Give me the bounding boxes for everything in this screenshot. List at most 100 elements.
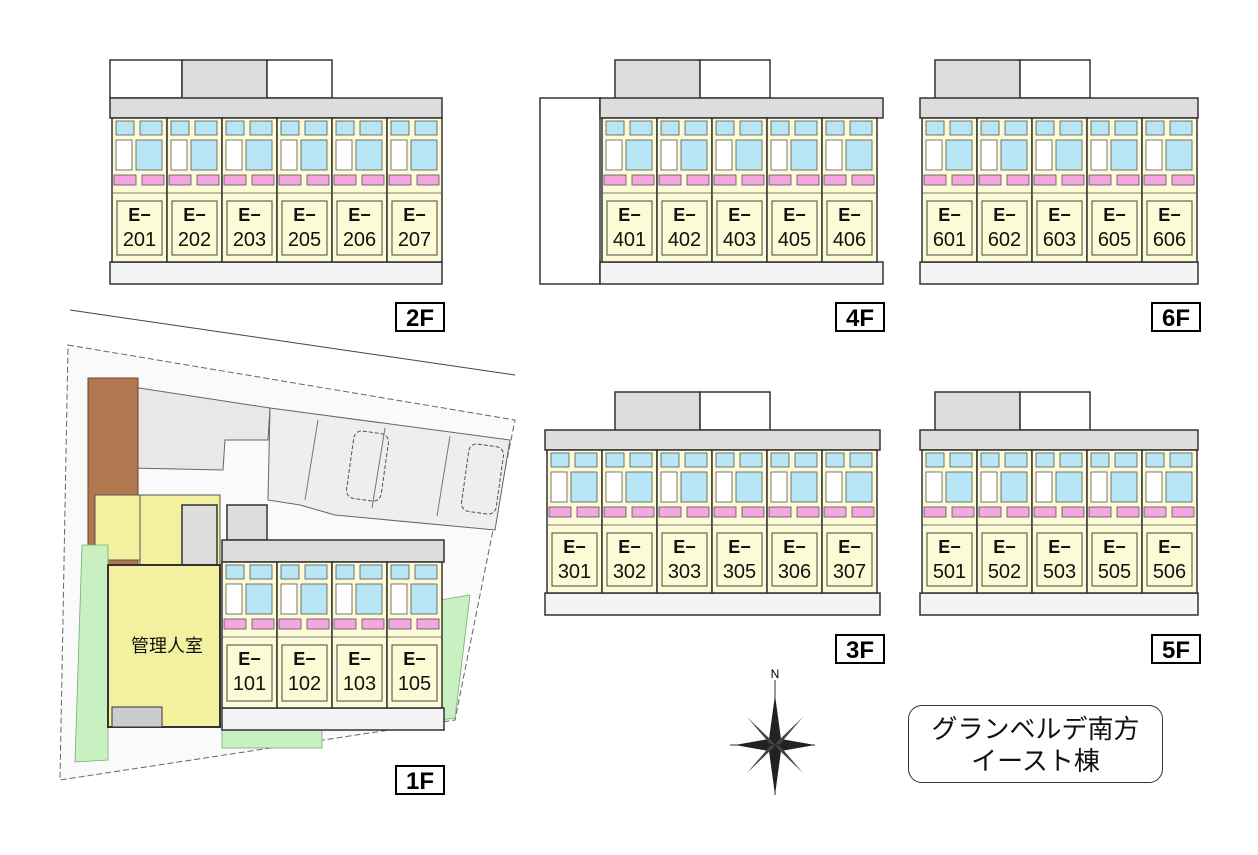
toilet-icon <box>825 120 845 136</box>
living-room <box>716 200 763 256</box>
kitchen-icon <box>631 174 655 186</box>
toilet-icon <box>925 452 945 468</box>
washbasin-icon <box>684 120 708 136</box>
storage-icon <box>333 174 357 186</box>
living-room <box>661 200 708 256</box>
toilet-icon <box>1035 120 1055 136</box>
bath-icon <box>790 139 818 171</box>
unit-number-label: 401 <box>613 229 646 251</box>
toilet-icon <box>280 564 300 580</box>
unit-number-label: 502 <box>988 561 1021 583</box>
storage-icon <box>658 506 682 518</box>
entrance <box>770 139 788 171</box>
washbasin-icon <box>304 120 328 136</box>
unit-102: E−102 <box>276 561 333 709</box>
storage-icon <box>278 174 302 186</box>
washbasin-icon <box>1004 120 1028 136</box>
entrance <box>170 139 188 171</box>
unit-number-label: 505 <box>1098 561 1131 583</box>
bath-icon <box>1165 471 1193 503</box>
washbasin-icon <box>414 564 438 580</box>
living-room <box>226 200 273 256</box>
kitchen-icon <box>1171 506 1195 518</box>
bath-icon <box>945 139 973 171</box>
unit-number-label: 303 <box>668 561 701 583</box>
toilet-icon <box>770 452 790 468</box>
unit-405: E−405 <box>766 117 823 263</box>
toilet-icon <box>225 564 245 580</box>
washbasin-icon <box>949 452 973 468</box>
storage-icon <box>978 506 1002 518</box>
kitchen-icon <box>851 174 875 186</box>
toilet-icon <box>660 120 680 136</box>
unit-number-label: 605 <box>1098 229 1131 251</box>
bath-icon <box>410 139 438 171</box>
toilet-icon <box>335 564 355 580</box>
storage-icon <box>1143 174 1167 186</box>
washbasin-icon <box>139 120 163 136</box>
living-room <box>606 200 653 256</box>
bath-icon <box>1000 471 1028 503</box>
storage-icon <box>1033 506 1057 518</box>
unit-206: E−206 <box>331 117 388 263</box>
kitchen-icon <box>741 506 765 518</box>
kitchen-icon <box>631 506 655 518</box>
washbasin-icon <box>1004 452 1028 468</box>
storage-icon <box>333 618 357 630</box>
entrance <box>225 139 243 171</box>
unit-prefix-label: E− <box>838 205 861 225</box>
unit-prefix-label: E− <box>293 205 316 225</box>
bath-icon <box>625 471 653 503</box>
toilet-icon <box>715 120 735 136</box>
washbasin-icon <box>1114 120 1138 136</box>
unit-number-label: 506 <box>1153 561 1186 583</box>
unit-prefix-label: E− <box>673 205 696 225</box>
unit-205: E−205 <box>276 117 333 263</box>
living-room <box>926 200 973 256</box>
bath-icon <box>410 583 438 615</box>
unit-prefix-label: E− <box>1158 205 1181 225</box>
unit-406: E−406 <box>821 117 878 263</box>
living-room <box>1146 532 1193 587</box>
toilet-icon <box>1090 120 1110 136</box>
unit-number-label: 405 <box>778 229 811 251</box>
unit-prefix-label: E− <box>1103 537 1126 557</box>
toilet-icon <box>925 120 945 136</box>
unit-302: E−302 <box>601 449 658 594</box>
unit-prefix-label: E− <box>938 537 961 557</box>
unit-number-label: 202 <box>178 229 211 251</box>
unit-prefix-label: E− <box>1103 205 1126 225</box>
storage-icon <box>713 506 737 518</box>
living-room <box>981 532 1028 587</box>
unit-401: E−401 <box>601 117 658 263</box>
unit-number-label: 105 <box>398 673 431 695</box>
storage-icon <box>823 506 847 518</box>
floor-plate-4f <box>539 59 884 285</box>
storage-icon <box>113 174 137 186</box>
toilet-icon <box>225 120 245 136</box>
unit-301: E−301 <box>546 449 603 594</box>
toilet-icon <box>390 564 410 580</box>
entrance <box>335 583 353 615</box>
unit-prefix-label: E− <box>348 649 371 669</box>
unit-603: E−603 <box>1031 117 1088 263</box>
bath-icon <box>245 139 273 171</box>
washbasin-icon <box>359 120 383 136</box>
management-room-label: 管理人室 <box>131 636 203 657</box>
unit-prefix-label: E− <box>183 205 206 225</box>
unit-number-label: 301 <box>558 561 591 583</box>
toilet-icon <box>605 452 625 468</box>
floor-plate-3f <box>544 391 881 616</box>
washbasin-icon <box>194 120 218 136</box>
storage-icon <box>223 618 247 630</box>
toilet-icon <box>980 120 1000 136</box>
storage-icon <box>223 174 247 186</box>
unit-105: E− 105 <box>386 561 443 709</box>
bath-icon <box>570 471 598 503</box>
entrance <box>770 471 788 503</box>
unit-prefix-label: E− <box>403 649 426 669</box>
unit-303: E−303 <box>656 449 713 594</box>
